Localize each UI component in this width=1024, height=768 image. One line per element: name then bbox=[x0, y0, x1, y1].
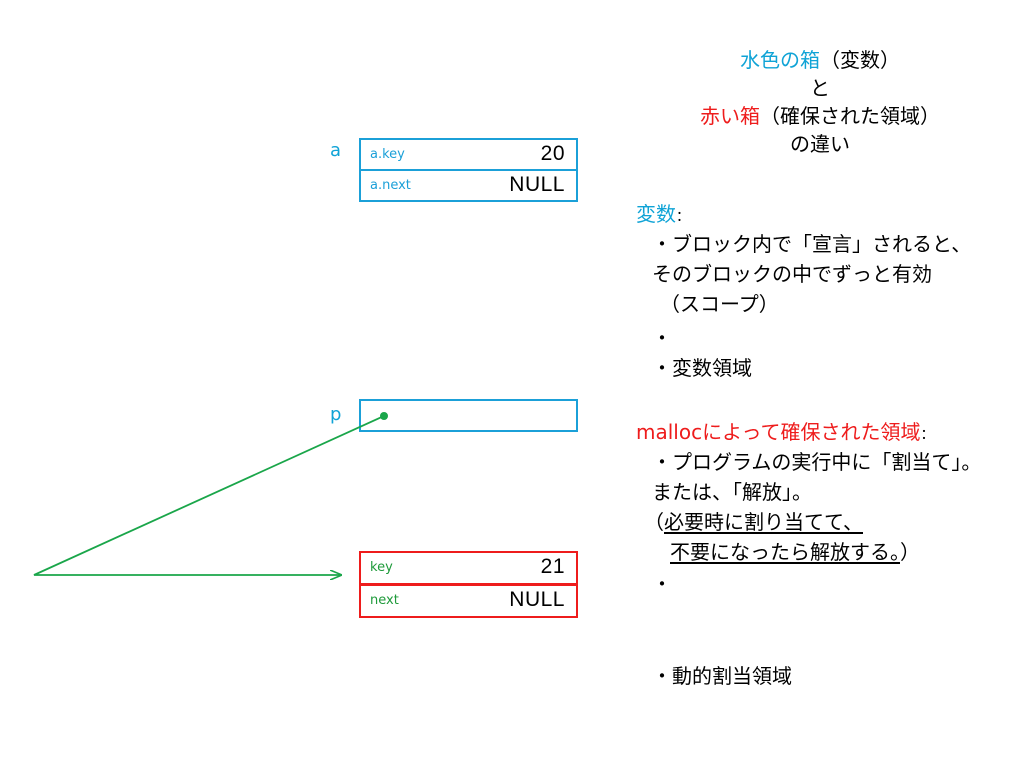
pointer-arrow-line bbox=[33, 415, 385, 575]
header-blue-box-text: 水色の箱 bbox=[740, 48, 820, 72]
variable-line-3: （スコープ） bbox=[660, 292, 779, 316]
a-next-field: a.next NULL bbox=[359, 169, 578, 202]
variable-line-5: ・変数領域 bbox=[652, 356, 752, 380]
comparison-header: 水色の箱（変数） と 赤い箱（確保された領域） の違い bbox=[640, 46, 1000, 158]
a-next-value: NULL bbox=[509, 173, 565, 196]
variable-line-2: そのブロックの中でずっと有効 bbox=[652, 262, 932, 286]
header-line-2: と bbox=[810, 76, 830, 100]
a-key-value: 20 bbox=[540, 142, 565, 165]
malloc-line-4: 不要になったら解放する。） bbox=[670, 540, 920, 564]
malloc-line-5: ・ bbox=[652, 572, 672, 596]
malloc-line-6: ・動的割当領域 bbox=[652, 664, 792, 688]
malloc-line-1: ・プログラムの実行中に「割当て」。 bbox=[652, 450, 982, 474]
heap-next-field: next NULL bbox=[359, 584, 578, 618]
a-key-name: a.key bbox=[370, 147, 405, 162]
heap-key-value: 21 bbox=[540, 555, 565, 578]
heap-next-name: next bbox=[370, 593, 399, 608]
heap-next-value: NULL bbox=[509, 588, 565, 611]
malloc-title: mallocによって確保された領域： bbox=[636, 420, 935, 444]
heap-key-name: key bbox=[370, 560, 393, 575]
header-red-box-text: 赤い箱 bbox=[700, 104, 760, 128]
malloc-line-2: または、「解放」。 bbox=[652, 480, 812, 504]
header-line-3: 赤い箱（確保された領域） bbox=[700, 104, 940, 128]
pointer-p-box bbox=[359, 399, 578, 432]
malloc-line-3: （必要時に割り当てて、 bbox=[644, 510, 863, 534]
a-next-name: a.next bbox=[370, 178, 411, 193]
variable-a-label: a bbox=[330, 140, 342, 161]
variable-title: 変数： bbox=[636, 202, 690, 226]
variable-line-1: ・ブロック内で「宣言」されると、 bbox=[652, 232, 972, 256]
header-line-1: 水色の箱（変数） bbox=[740, 48, 900, 72]
variable-p-label: p bbox=[330, 404, 342, 425]
header-line-4: の違い bbox=[790, 132, 850, 156]
variable-line-4: ・ bbox=[652, 326, 672, 350]
